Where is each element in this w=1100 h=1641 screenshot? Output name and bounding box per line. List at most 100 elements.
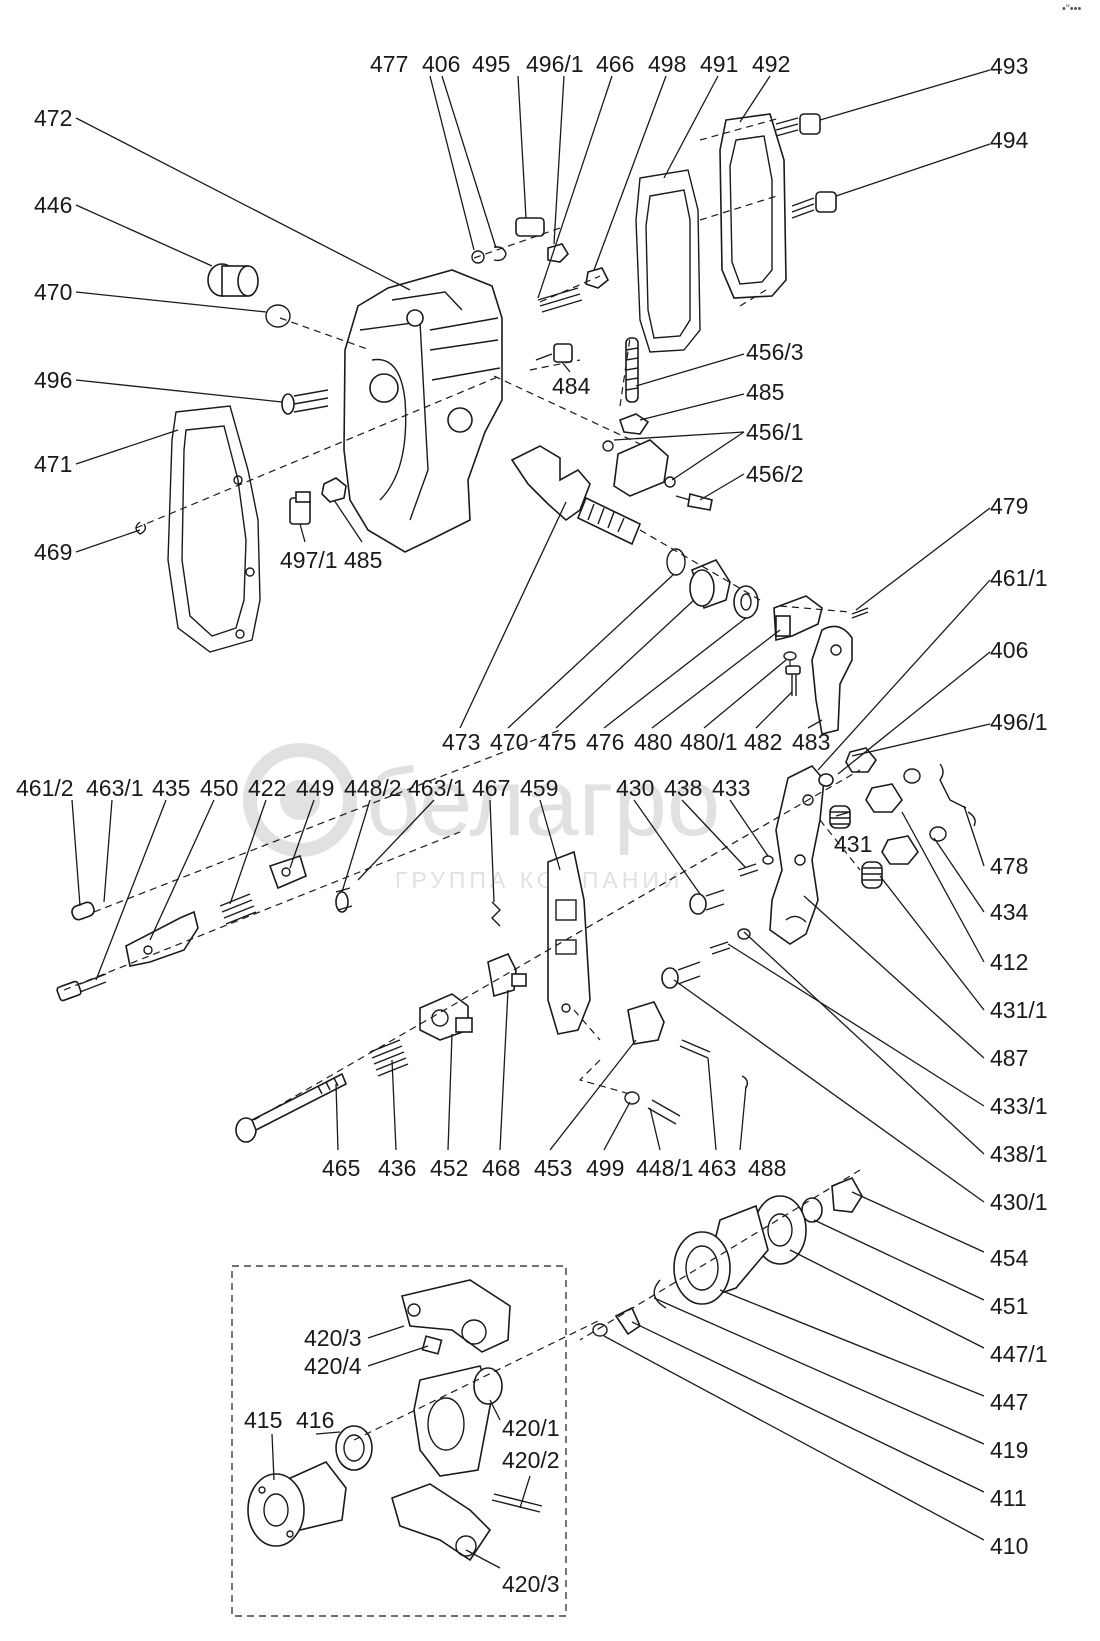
spring-422 — [219, 893, 257, 925]
assembly-axes — [63, 117, 861, 1441]
small-pins-bottom — [624, 1039, 749, 1125]
part-labels: 477 406 495 496/1 466 498 491 492 493 49… — [16, 51, 1048, 1597]
label-476: 476 — [586, 729, 624, 755]
bolt-465 — [235, 1072, 348, 1143]
label-484: 484 — [552, 373, 591, 399]
label-493: 493 — [990, 53, 1028, 79]
watermark-logo-ring — [243, 743, 357, 857]
fitting-446 — [207, 263, 259, 297]
label-431-1: 431/1 — [990, 997, 1048, 1023]
watermark: белагро ГРУППА КОМПАНИИ — [243, 743, 720, 893]
watermark-brand: белагро — [365, 749, 720, 856]
label-459: 459 — [520, 775, 558, 801]
label-433: 433 — [712, 775, 750, 801]
label-492: 492 — [752, 51, 790, 77]
label-415: 415 — [244, 1407, 282, 1433]
label-463-1: 463/1 — [86, 775, 144, 801]
block-456-1 — [602, 439, 713, 511]
label-411: 411 — [990, 1485, 1027, 1511]
label-450: 450 — [200, 775, 238, 801]
label-491: 491 — [700, 51, 738, 77]
label-420-1: 420/1 — [502, 1415, 560, 1441]
label-477: 477 — [370, 51, 408, 77]
label-470: 470 — [34, 279, 72, 305]
slider-452 — [419, 993, 473, 1041]
label-435: 435 — [152, 775, 190, 801]
washer-476 — [733, 585, 759, 619]
slider-453 — [627, 1001, 665, 1045]
spring-467 — [491, 901, 501, 927]
label-453: 453 — [534, 1155, 572, 1181]
label-412: 412 — [990, 949, 1028, 975]
label-406: 406 — [422, 51, 460, 77]
label-434: 434 — [990, 899, 1029, 925]
label-448-2: 448/2 — [344, 775, 402, 801]
label-461-2: 461/2 — [16, 775, 74, 801]
screw-496 — [281, 389, 329, 415]
clip-469 — [135, 521, 147, 535]
label-406-b: 406 — [990, 637, 1028, 663]
part-449 — [268, 854, 307, 890]
label-446: 446 — [34, 192, 72, 218]
label-420-3-b: 420/3 — [502, 1571, 560, 1597]
label-410: 410 — [990, 1533, 1028, 1559]
label-420-4: 420/4 — [304, 1353, 362, 1379]
label-438: 438 — [664, 775, 702, 801]
slider-468 — [487, 952, 527, 998]
label-420-3: 420/3 — [304, 1325, 362, 1351]
corner-mark: •"••• — [1062, 3, 1081, 15]
label-497-1: 497/1 — [280, 547, 338, 573]
label-461-1: 461/1 — [990, 565, 1048, 591]
label-422: 422 — [248, 775, 286, 801]
plug-497-1 — [289, 491, 311, 525]
pin-461-2 — [71, 901, 95, 921]
label-465: 465 — [322, 1155, 360, 1181]
screws-493-494 — [775, 113, 837, 219]
lever-483 — [811, 625, 853, 735]
label-436: 436 — [378, 1155, 416, 1181]
ring-470b — [666, 548, 686, 576]
nut-485a — [321, 477, 347, 503]
label-449: 449 — [296, 775, 334, 801]
cover-492 — [719, 113, 787, 299]
spring-436 — [369, 1039, 409, 1077]
label-463: 463 — [698, 1155, 736, 1181]
bolt-456-3 — [618, 337, 650, 435]
bearing-assembly — [592, 1176, 863, 1337]
o-ring-470a — [265, 304, 291, 328]
pin-430-1 — [661, 928, 751, 989]
label-495: 495 — [472, 51, 510, 77]
label-499: 499 — [586, 1155, 624, 1181]
label-454: 454 — [990, 1245, 1029, 1271]
label-468: 468 — [482, 1155, 520, 1181]
label-451: 451 — [990, 1293, 1028, 1319]
label-420-2: 420/2 — [502, 1447, 560, 1473]
label-419: 419 — [990, 1437, 1028, 1463]
screw-482 — [785, 665, 801, 696]
label-463-1-b: 463/1 — [408, 775, 466, 801]
lever-assembly-473 — [510, 445, 642, 546]
label-456-3: 456/3 — [746, 339, 804, 365]
label-416: 416 — [296, 1407, 334, 1433]
label-496-1: 496/1 — [526, 51, 584, 77]
label-488: 488 — [748, 1155, 786, 1181]
pin-448-2 — [335, 887, 353, 913]
label-473: 473 — [442, 729, 480, 755]
label-456-2: 456/2 — [746, 461, 804, 487]
gasket-491 — [635, 169, 701, 353]
label-494: 494 — [990, 127, 1029, 153]
label-471: 471 — [34, 451, 72, 477]
watermark-subtitle: ГРУППА КОМПАНИИ — [395, 867, 683, 893]
label-478: 478 — [990, 853, 1028, 879]
small-parts-top — [471, 217, 610, 363]
gasket-471 — [167, 405, 261, 653]
label-482: 482 — [744, 729, 782, 755]
label-467: 467 — [472, 775, 510, 801]
label-485-b: 485 — [746, 379, 784, 405]
label-483: 483 — [792, 729, 830, 755]
label-472: 472 — [34, 105, 72, 131]
label-480-1: 480/1 — [680, 729, 738, 755]
leader-lines — [71, 69, 991, 1569]
